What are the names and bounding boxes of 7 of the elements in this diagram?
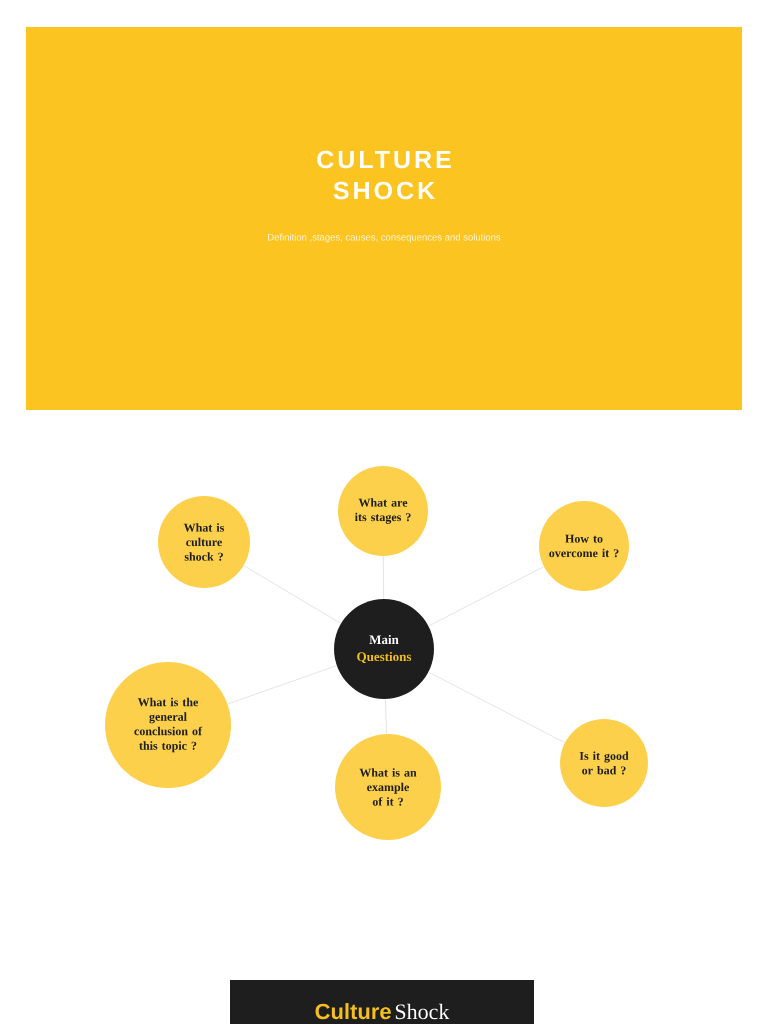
title: CULTURE SHOCK [317,150,451,200]
connector-line [243,565,342,624]
subtitle: Definition ,stages, causes, consequences and solutions [268,233,501,243]
connector-line [428,566,545,627]
footer-banner: Culture Shock [230,980,534,1024]
connector-line [428,671,566,744]
connector-line [227,665,337,705]
